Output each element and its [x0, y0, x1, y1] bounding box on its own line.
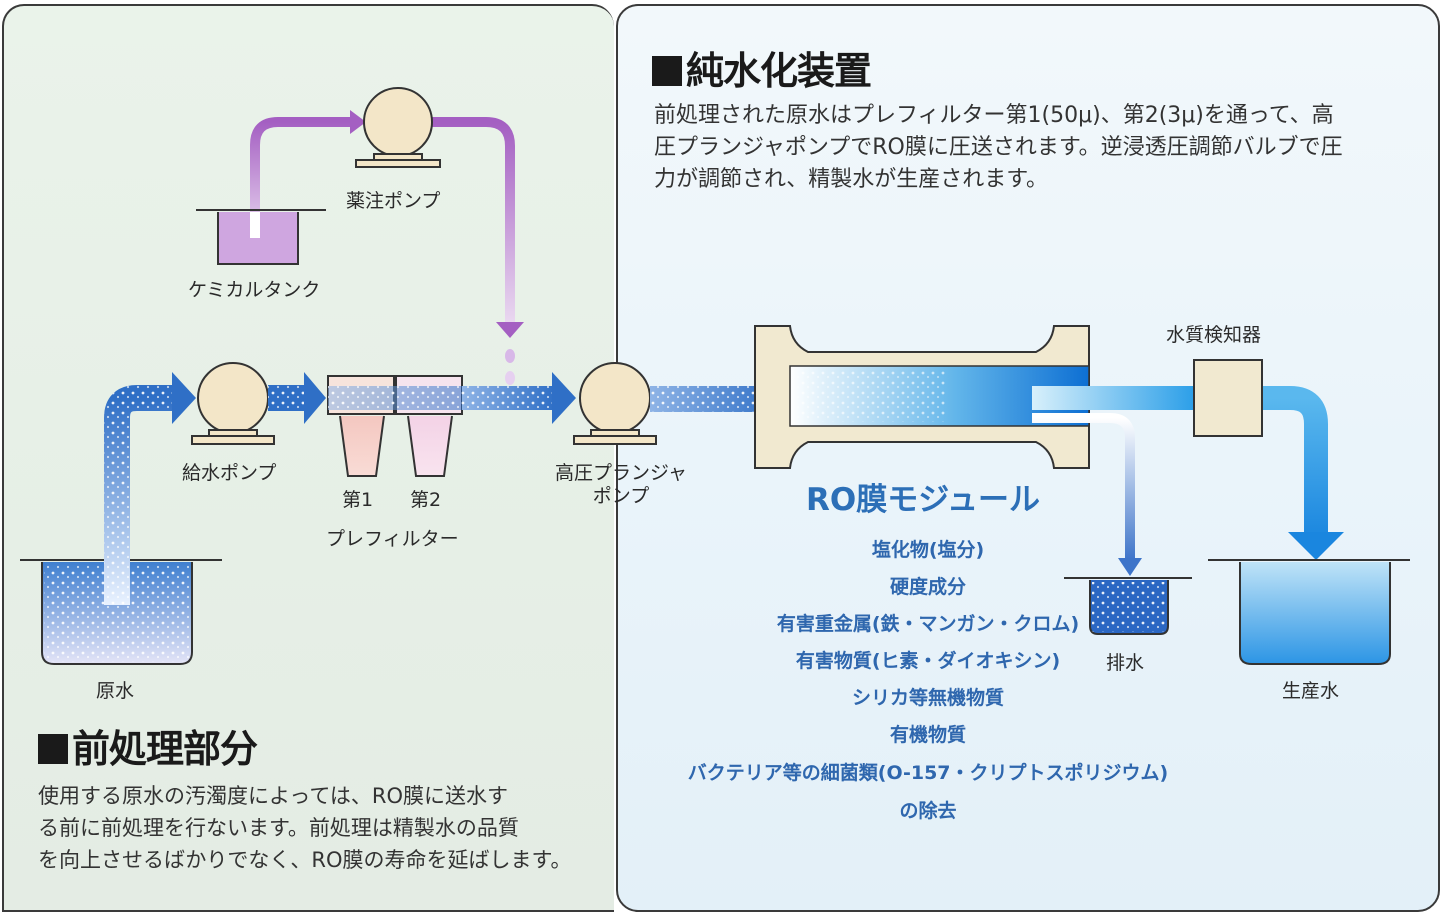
- prefilter-label: プレフィルター: [326, 528, 459, 550]
- feed-pump: [191, 362, 275, 445]
- high-pressure-plunger-pump: [573, 362, 657, 445]
- ro-module-title: RO膜モジュール: [806, 482, 1041, 518]
- hp-pump-label: 高圧プランジャ ポンプ: [550, 458, 692, 508]
- black-square-icon: [38, 734, 68, 764]
- chemical-pump: [355, 87, 441, 168]
- feed-pump-label: 給水ポンプ: [182, 462, 277, 484]
- chemical-pump-label: 薬注ポンプ: [346, 190, 441, 212]
- quality-detector-label: 水質検知器: [1166, 324, 1262, 346]
- drain-tank: [1064, 577, 1192, 635]
- chemical-feed-line: [250, 110, 524, 385]
- raw-water-label: 原水: [96, 680, 135, 702]
- ro-remove-item: 有害重金属(鉄・マンガン・クロム): [776, 613, 1080, 635]
- purification-description-line: 力が調節され、精製水が生産されます。: [654, 167, 1049, 192]
- pretreatment-heading: 前処理部分: [38, 718, 258, 773]
- purification-description-line: 前処理された原水はプレフィルター第1(50μ)、第2(3μ)を通って、高: [654, 103, 1334, 128]
- product-water-label: 生産水: [1282, 680, 1340, 702]
- raw-water-tank: [20, 559, 222, 665]
- ro-remove-item: バクテリア等の細菌類(O-157・クリプトスポリジウム): [687, 762, 1169, 784]
- black-square-icon: [652, 56, 682, 86]
- ro-remove-item: 有機物質: [889, 724, 966, 746]
- product-water-tank: [1208, 559, 1410, 665]
- filter-1-label: 第1: [342, 489, 374, 511]
- ro-remove-item: 有害物質(ヒ素・ダイオキシン): [795, 650, 1061, 672]
- ro-remove-item: シリカ等無機物質: [851, 687, 1004, 709]
- pretreatment-description-line: 使用する原水の汚濁度によっては、RO膜に送水す: [38, 784, 509, 808]
- water-quality-detector: [1193, 359, 1263, 437]
- filter-2-label: 第2: [410, 489, 442, 511]
- raw-water-line: [104, 372, 196, 605]
- pretreatment-description-line: る前に前処理を行ないます。前処理は精製水の品質: [38, 816, 519, 840]
- pretreatment-description-line: を向上させるばかりでなく、RO膜の寿命を延ばします。: [38, 848, 572, 872]
- pretreatment-description: 使用する原水の汚濁度によっては、RO膜に送水す る前に前処理を行ないます。前処理…: [38, 780, 608, 876]
- hp-pump-label-line: 高圧プランジャ: [554, 462, 688, 484]
- ro-remove-item: 塩化物(塩分): [871, 539, 985, 561]
- purification-heading: 純水化装置: [652, 40, 872, 95]
- drain-line: [1032, 413, 1142, 576]
- ro-remove-item: 硬度成分: [889, 576, 966, 598]
- hp-pump-label-line: ポンプ: [592, 485, 650, 507]
- chemical-tank-label: ケミカルタンク: [188, 279, 321, 301]
- purification-description: 前処理された原水はプレフィルター第1(50μ)、第2(3μ)を通って、高 圧プラ…: [654, 100, 1414, 196]
- chemical-tank: [196, 209, 326, 265]
- product-water-line: [1032, 386, 1344, 560]
- ro-remove-item: の除去: [899, 800, 957, 822]
- drain-label: 排水: [1106, 652, 1145, 674]
- purification-description-line: 圧プランジャポンプでRO膜に圧送されます。逆浸透圧調節バルブで圧: [654, 135, 1343, 160]
- purification-panel: [616, 4, 1440, 912]
